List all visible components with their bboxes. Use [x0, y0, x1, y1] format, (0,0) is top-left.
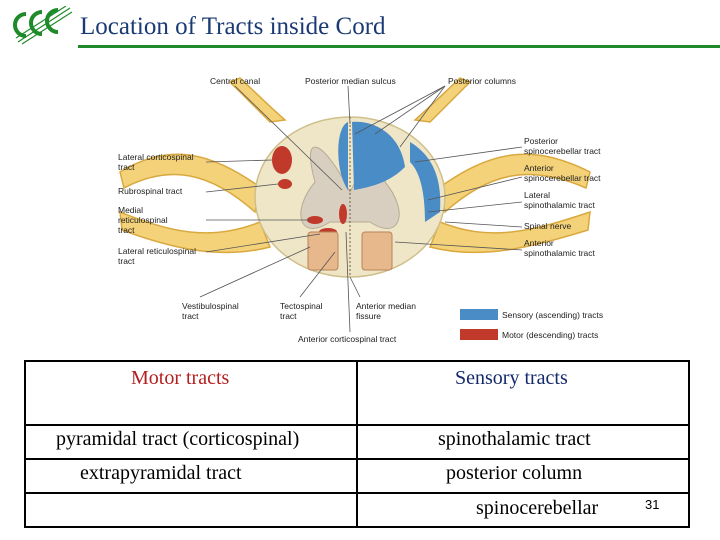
label-anterior-spinothalamic-1: Anterior: [524, 238, 554, 248]
sensory-tract-item: spinothalamic tract: [438, 428, 591, 450]
label-medial-reticulospinal-2: reticulospinal: [118, 215, 168, 225]
label-tectospinal-1: Tectospinal: [280, 301, 323, 311]
motor-tract-item: extrapyramidal tract: [80, 462, 242, 484]
label-anterior-corticospinal: Anterior corticospinal tract: [298, 334, 397, 344]
page-number: 31: [645, 497, 660, 512]
label-anterior-spinothalamic-2: spinothalamic tract: [524, 248, 596, 258]
label-medial-reticulospinal-3: tract: [118, 225, 135, 235]
title-underline: [78, 45, 720, 48]
label-vestibulospinal-2: tract: [182, 311, 199, 321]
legend-label-sensory: Sensory (ascending) tracts: [502, 310, 603, 320]
label-posterior-spinocerebellar-2: spinocerebellar tract: [524, 146, 601, 156]
label-lateral-reticulospinal-2: tract: [118, 256, 135, 266]
table-row-divider: [24, 424, 690, 426]
label-anterior-spinocerebellar-2: spinocerebellar tract: [524, 173, 601, 183]
label-posterior-median-sulcus: Posterior median sulcus: [305, 76, 396, 86]
sensory-tracts: [338, 121, 441, 222]
label-posterior-columns: Posterior columns: [448, 76, 516, 86]
table-row-divider: [24, 492, 690, 494]
legend-label-motor: Motor (descending) tracts: [502, 330, 598, 340]
label-lateral-spinothalamic-2: spinothalamic tract: [524, 200, 596, 210]
spinal-nerve-roots: [119, 77, 591, 254]
label-anterior-spinocerebellar-1: Anterior: [524, 163, 554, 173]
label-tectospinal-2: tract: [280, 311, 297, 321]
logo-icon: [13, 6, 73, 45]
table-row-divider: [24, 458, 690, 460]
label-anterior-median-fissure-1: Anterior median: [356, 301, 416, 311]
sensory-tracts-header: Sensory tracts: [455, 367, 568, 389]
motor-tract-item: pyramidal tract (corticospinal): [56, 428, 300, 450]
label-vestibulospinal-1: Vestibulospinal: [182, 301, 239, 311]
label-anterior-median-fissure-2: fissure: [356, 311, 381, 321]
table-column-divider: [356, 360, 358, 528]
label-lateral-corticospinal-2: tract: [118, 162, 135, 172]
spinal-cord-diagram: Central canal Posterior median sulcus Po…: [118, 76, 603, 344]
label-spinal-nerve: Spinal nerve: [524, 221, 572, 231]
motor-tracts-header: Motor tracts: [131, 367, 230, 389]
label-lateral-corticospinal-1: Lateral corticospinal: [118, 152, 194, 162]
label-lateral-spinothalamic-1: Lateral: [524, 190, 550, 200]
label-rubrospinal: Rubrospinal tract: [118, 186, 183, 196]
label-lateral-reticulospinal-1: Lateral reticulospinal: [118, 246, 196, 256]
label-central-canal: Central canal: [210, 76, 260, 86]
sensory-tract-item: posterior column: [446, 462, 583, 484]
label-medial-reticulospinal-1: Medial: [118, 205, 143, 215]
label-posterior-spinocerebellar-1: Posterior: [524, 136, 558, 146]
sensory-tract-item: spinocerebellar: [476, 497, 599, 519]
page-title: Location of Tracts inside Cord: [80, 13, 386, 40]
legend-swatch-sensory: [460, 309, 498, 320]
legend-swatch-motor: [460, 329, 498, 340]
